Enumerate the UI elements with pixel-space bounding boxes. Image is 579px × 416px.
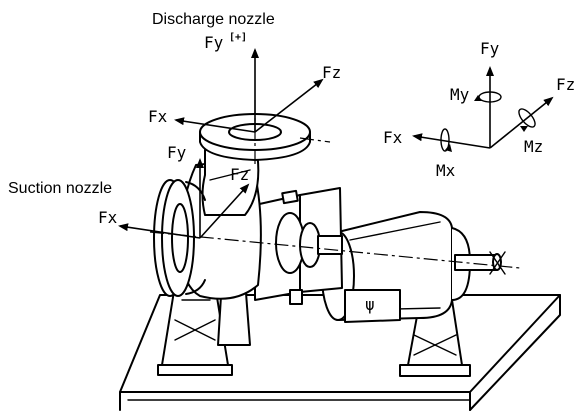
bearing-frame (254, 187, 343, 305)
discharge-fx-arrow (174, 117, 256, 133)
suction-fx-arrow (118, 223, 201, 239)
suction-fz-label: Fz (230, 165, 249, 184)
discharge-fy-label: Fy (204, 33, 224, 52)
discharge-fz-label: Fz (322, 63, 341, 82)
suction-fy-label: Fy (167, 143, 187, 162)
discharge-fz-arrow (254, 78, 324, 133)
pump-support-left (157, 279, 251, 376)
triad-fy-label: Fy (480, 39, 500, 58)
discharge-fx-label: Fx (148, 107, 168, 126)
triad-my-label: My (450, 85, 470, 104)
discharge-force-arrows (174, 48, 324, 133)
triad-fx-arrow (412, 133, 491, 149)
triad-fz-arrow (489, 96, 554, 149)
discharge-fy-sign: [+] (229, 32, 247, 43)
shaft-end (454, 251, 506, 275)
suction-fz-arrow (199, 183, 250, 239)
suction-flange (153, 179, 206, 297)
mx-rotation-arc (440, 128, 450, 152)
motor-terminal-symbol: ψ (365, 295, 375, 314)
suction-force-arrows (118, 158, 250, 239)
suction-nozzle-label: Suction nozzle (8, 180, 112, 197)
triad-fx-label: Fx (383, 128, 403, 147)
mz-rotation-arc (518, 108, 536, 128)
motor: ψ (321, 211, 471, 323)
triad-mz-label: Mz (524, 137, 543, 156)
coordinate-triad (412, 66, 554, 152)
triad-mx-label: Mx (436, 161, 456, 180)
suction-fx-label: Fx (98, 208, 118, 227)
triad-fz-label: Fz (556, 75, 575, 94)
discharge-nozzle-label: Discharge nozzle (152, 11, 275, 28)
